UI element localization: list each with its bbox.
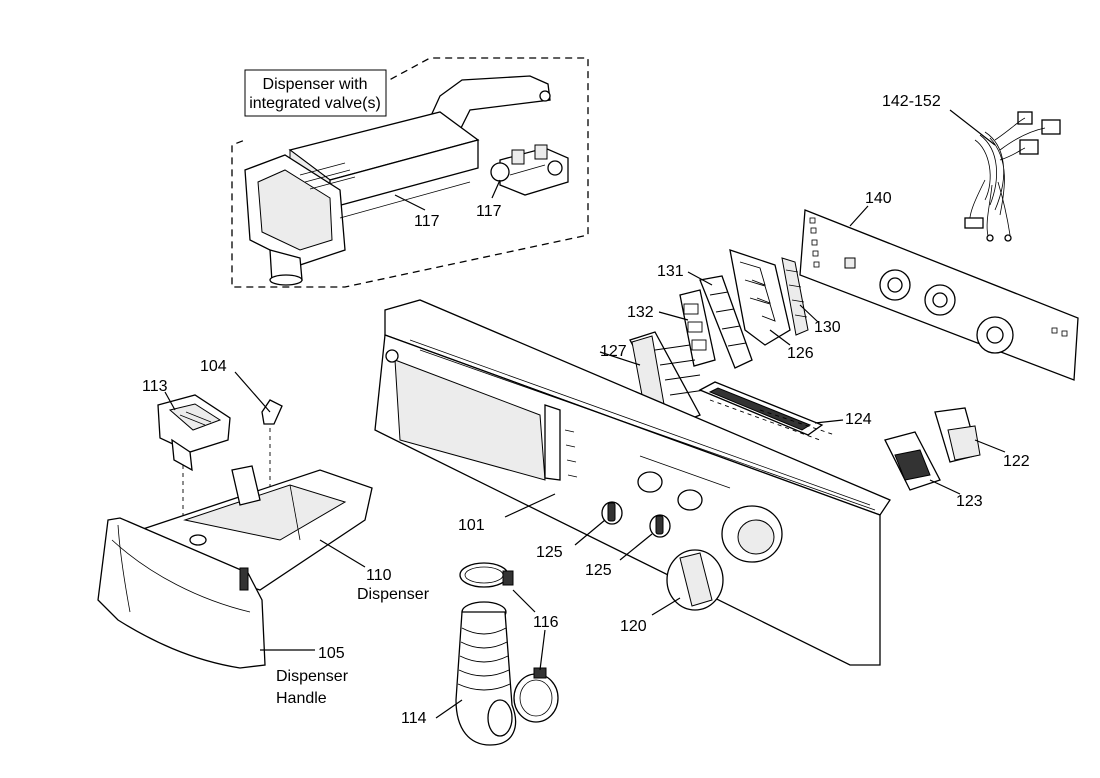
- light-pipe-130-part: [781, 257, 809, 336]
- light-pipe-126-part: [729, 249, 791, 346]
- label-120: 120: [620, 618, 647, 635]
- label-132: 132: [627, 304, 654, 321]
- selector-knob-120-part: [666, 549, 724, 611]
- label-101: 101: [458, 517, 485, 534]
- label-117-valve: 117: [476, 203, 502, 220]
- label-124: 124: [845, 411, 872, 428]
- label-127: 127: [600, 343, 627, 360]
- control-board-part: [799, 209, 1079, 381]
- label-122: 122: [1003, 453, 1030, 470]
- label-125-left: 125: [536, 544, 563, 561]
- wiring-harness-part: [964, 111, 1061, 242]
- label-110-name: Dispenser: [357, 586, 430, 603]
- led-strip-124-part: [698, 381, 824, 436]
- dispenser-housing-part: [244, 75, 551, 286]
- label-117-housing: 117: [414, 213, 440, 230]
- bracket-123-part: [884, 431, 941, 491]
- label-123: 123: [956, 493, 983, 510]
- label-140: 140: [865, 190, 892, 207]
- knob-125-right-part: [649, 514, 671, 538]
- label-104: 104: [200, 358, 227, 375]
- dispenser-valve-group: Dispenser with integrated valve(s) 117: [231, 57, 589, 288]
- softener-cup-113-part: [157, 394, 231, 472]
- callout-line-2: integrated valve(s): [249, 95, 381, 112]
- label-131: 131: [657, 263, 684, 280]
- label-125-right: 125: [585, 562, 612, 579]
- water-valve-part: [490, 144, 569, 196]
- label-105-name-2: Handle: [276, 690, 327, 707]
- button-131-part: [699, 275, 753, 369]
- label-116: 116: [533, 614, 559, 631]
- label-130: 130: [814, 319, 841, 336]
- hose-clamp-upper-part: [459, 562, 514, 588]
- label-126: 126: [787, 345, 814, 362]
- button-132-part: [679, 289, 716, 367]
- label-110: 110: [366, 567, 392, 584]
- control-panel-101-part: [374, 299, 891, 666]
- label-113: 113: [142, 378, 168, 395]
- label-105: 105: [318, 645, 345, 662]
- callout-box: [244, 69, 387, 117]
- label-142-152: 142-152: [882, 93, 941, 110]
- dispenser-handle-105-part: [97, 517, 266, 669]
- button-bank-127-part: [629, 331, 706, 426]
- callout-line-1: Dispenser with: [263, 76, 368, 93]
- hose-clamp-lower-part: [513, 667, 559, 723]
- knob-125-left-part: [601, 501, 623, 525]
- label-114: 114: [401, 710, 427, 727]
- hose-114-part: [455, 601, 517, 746]
- bracket-122-part: [934, 407, 981, 463]
- siphon-cap-104-part: [261, 399, 283, 425]
- label-105-name-1: Dispenser: [276, 668, 349, 685]
